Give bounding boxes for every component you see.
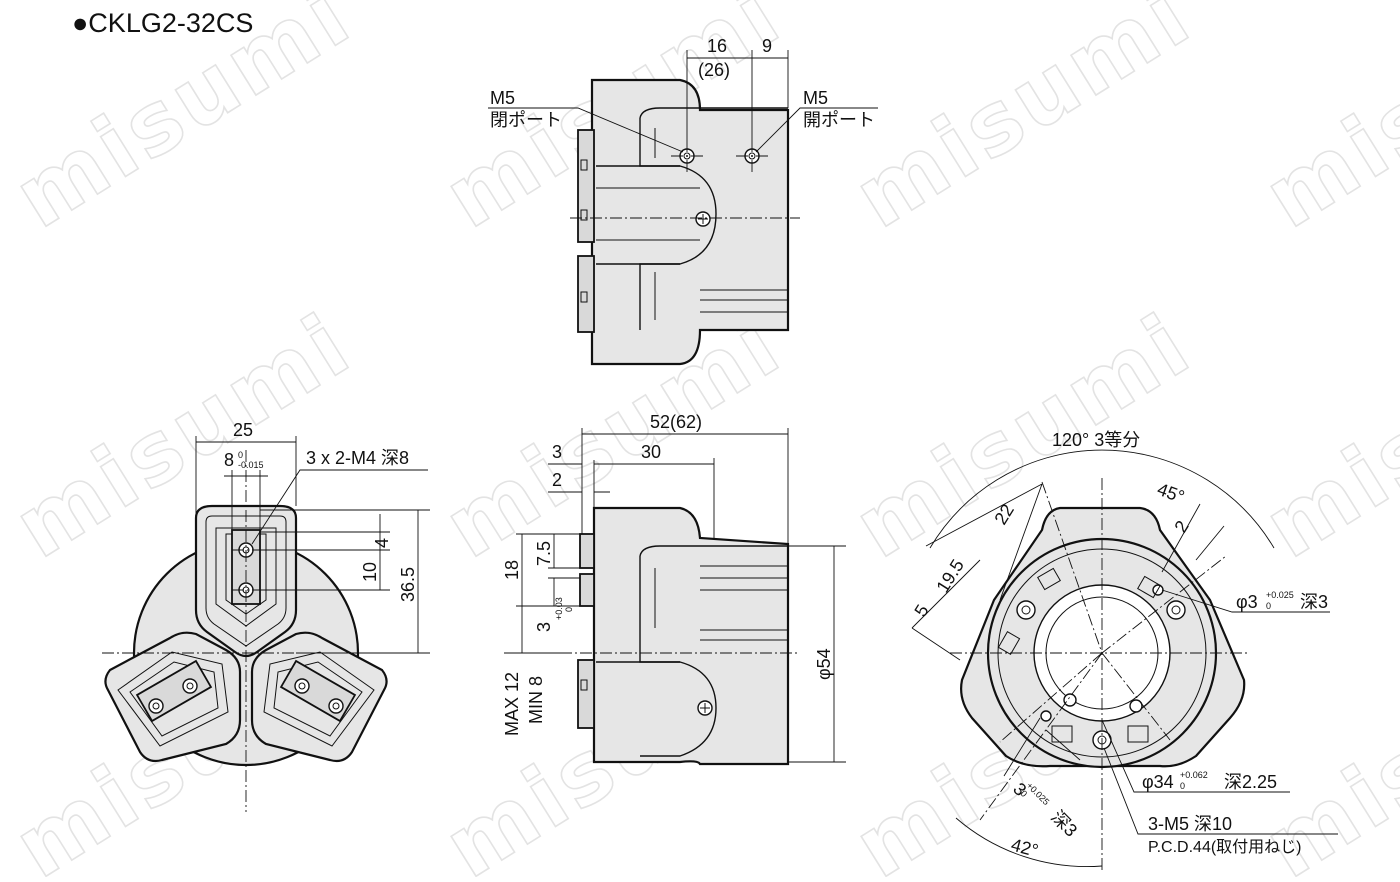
- bore-depth: 深2.25: [1224, 772, 1277, 792]
- dim-4: 4: [372, 538, 392, 548]
- watermark: misumi: [1248, 294, 1400, 577]
- gripper-body-side-2: [592, 506, 790, 766]
- angle-label: 120° 3等分: [1052, 430, 1140, 450]
- dim-5: 5: [910, 601, 932, 620]
- thread-label: 3 x 2-M4 深8: [306, 448, 409, 468]
- dim-7-5: 7.5: [534, 541, 554, 566]
- port-left-label: 閉ポート: [490, 110, 562, 130]
- port-left-size: M5: [490, 88, 515, 108]
- dim-max12: MAX 12: [502, 672, 522, 736]
- dim-10: 10: [360, 562, 380, 582]
- pin-tol-lower: 0: [1266, 601, 1271, 611]
- dim-min8: MIN 8: [526, 676, 546, 724]
- finger-step: [579, 533, 595, 569]
- tol-8-upper: 0: [238, 450, 243, 460]
- dim-2-angled: 2: [1170, 517, 1192, 536]
- mount-thread: 3-M5 深10: [1148, 814, 1232, 834]
- left-flange-lower: [577, 255, 595, 333]
- front-view: 25 8 0 -0.015 3 x 2-M4 深8 4 10 36.5: [102, 420, 430, 812]
- watermark: misumi: [0, 294, 369, 577]
- dim-42deg: 42°: [1009, 835, 1040, 861]
- watermark: misumi: [838, 0, 1209, 248]
- dim-3b: 3: [534, 622, 554, 632]
- drawing-title: ●CKLG2-32CS: [72, 8, 253, 38]
- dim-26: (26): [698, 60, 730, 80]
- tol-3-lower: 0: [564, 607, 574, 612]
- dim-36-5: 36.5: [398, 567, 418, 602]
- dim-2: 2: [552, 470, 562, 490]
- pin2-tol-lower: 0: [1019, 788, 1030, 799]
- angle-arc-42: [955, 817, 1103, 867]
- dim-9: 9: [762, 36, 772, 56]
- bore-tol-lower: 0: [1180, 781, 1185, 791]
- dim-3: 3: [552, 442, 562, 462]
- dim-8: 8: [224, 450, 234, 470]
- dim-18: 18: [502, 560, 522, 580]
- dim-30: 30: [641, 442, 661, 462]
- dim-16: 16: [707, 36, 727, 56]
- angle-arc-120: [929, 449, 1275, 549]
- pin-tol-upper: +0.025: [1266, 590, 1294, 600]
- dim-52-62: 52(62): [650, 412, 702, 432]
- dim-phi54: φ54: [814, 648, 834, 680]
- bore: φ34: [1142, 772, 1174, 792]
- gripper-body-side: [590, 78, 790, 366]
- left-flange-upper: [577, 129, 595, 243]
- side-view: 52(62) 3 30 2 18 7.5 3 +0.03 0 MAX 12 MI…: [502, 412, 846, 766]
- tol-8-lower: -0.015: [238, 460, 264, 470]
- pin-hole: φ3: [1236, 592, 1258, 612]
- tol-3-upper: +0.03: [554, 597, 564, 620]
- pcd-label: P.C.D.44(取付用ねじ): [1148, 838, 1302, 856]
- watermark: misumi: [1248, 614, 1400, 877]
- dim-25: 25: [233, 420, 253, 440]
- port-right-label: 開ポート: [803, 110, 875, 130]
- pin-depth: 深3: [1300, 592, 1328, 612]
- bore-tol-upper: +0.062: [1180, 770, 1208, 780]
- bottom-view: 120° 3等分 45° 22 19.5 5 2 φ3 +0.025 0 深3 …: [910, 430, 1338, 870]
- port-right-size: M5: [803, 88, 828, 108]
- dim-45deg: 45°: [1155, 479, 1187, 507]
- top-view: 16 (26) 9 M5 閉ポート M5 開ポート: [488, 36, 878, 366]
- pin2-depth: 深3: [1047, 807, 1081, 841]
- watermark: misumi: [1248, 0, 1400, 248]
